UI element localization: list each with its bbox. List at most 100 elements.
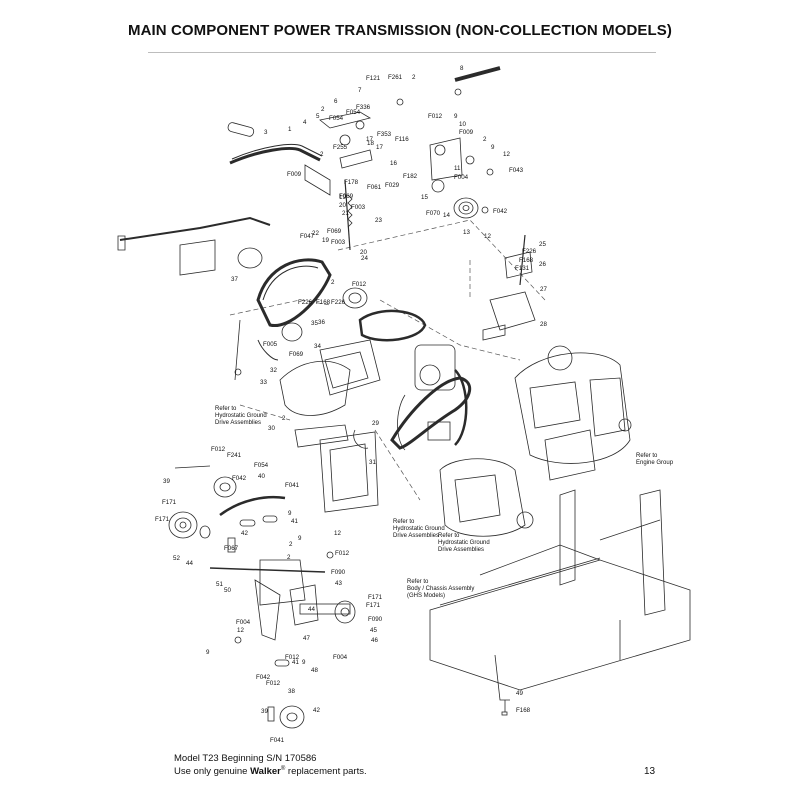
- part-label: F069: [327, 228, 342, 235]
- lower-pulley-assembly: [168, 465, 356, 729]
- part-label: 17: [366, 136, 373, 143]
- part-label: F047: [300, 233, 315, 240]
- part-label: F255: [333, 144, 348, 151]
- part-label: F012: [428, 113, 443, 120]
- part-label: F042: [232, 475, 247, 482]
- part-label: 29: [372, 420, 379, 427]
- part-label: 46: [371, 637, 378, 644]
- idler-and-belt-assembly: [117, 216, 427, 381]
- part-label: 12: [237, 627, 244, 634]
- part-label: F131: [515, 265, 530, 272]
- part-label: 45: [370, 627, 377, 634]
- part-label: 2: [282, 415, 286, 422]
- part-label: F005: [263, 341, 278, 348]
- part-label: 21: [342, 210, 349, 217]
- part-label: 2: [289, 541, 293, 548]
- part-label: F116: [395, 136, 409, 143]
- chassis-frame: [429, 489, 691, 716]
- dashed-group-lines: [229, 219, 546, 501]
- part-label: 2: [321, 106, 325, 113]
- part-label: 22: [312, 230, 319, 237]
- part-label: 2: [483, 136, 487, 143]
- part-label: 27: [540, 286, 547, 293]
- part-label: 41: [292, 659, 299, 666]
- part-label: 2: [412, 74, 416, 81]
- part-label: F029: [385, 182, 400, 189]
- genuine-suffix: replacement parts.: [285, 766, 367, 778]
- page-title: MAIN COMPONENT POWER TRANSMISSION (NON-C…: [127, 22, 672, 39]
- part-label: F067: [224, 545, 239, 552]
- part-label: 1: [288, 126, 292, 133]
- part-label: 44: [186, 560, 193, 567]
- part-label: F012: [335, 550, 350, 557]
- part-label: 2: [287, 554, 291, 561]
- part-label: F009: [287, 171, 302, 178]
- part-label: 44: [308, 606, 315, 613]
- part-label: F178: [344, 179, 359, 186]
- part-label: 32: [270, 367, 277, 374]
- part-label: F042: [256, 674, 271, 681]
- part-label: F336: [356, 104, 371, 111]
- part-label: F003: [331, 239, 346, 246]
- genuine-prefix: Use only genuine: [174, 766, 251, 778]
- part-label: F261: [388, 74, 403, 81]
- part-label: 19: [339, 194, 346, 201]
- registered-mark: ®: [280, 766, 286, 772]
- gearbox-assembly: [279, 234, 536, 451]
- part-label: 9: [206, 649, 210, 656]
- part-label: 20: [339, 202, 346, 209]
- part-label: 18: [367, 140, 374, 147]
- part-label: 2: [331, 279, 335, 286]
- part-label: 13: [463, 229, 470, 236]
- part-label: F043: [509, 167, 524, 174]
- part-label: 39: [261, 708, 268, 715]
- part-label: 36: [318, 319, 325, 326]
- part-label: F004: [454, 174, 469, 181]
- part-label: 34: [314, 343, 321, 350]
- part-label: F226: [522, 248, 537, 255]
- part-label: 9: [454, 113, 458, 120]
- part-label: 40: [258, 473, 265, 480]
- part-label: 23: [375, 217, 382, 224]
- part-label: 12: [503, 151, 510, 158]
- part-label: 7: [358, 87, 362, 94]
- part-label: 28: [540, 321, 547, 328]
- part-label: F070: [426, 210, 441, 217]
- part-label: F171: [368, 594, 383, 601]
- part-label: 33: [260, 379, 267, 386]
- part-label: 17: [376, 144, 383, 151]
- top-lever-assembly: [227, 66, 501, 251]
- part-label: 20: [360, 249, 367, 256]
- part-label: 48: [311, 667, 318, 674]
- part-label: F171: [155, 516, 170, 523]
- part-label: 11: [454, 165, 461, 172]
- part-label: 12: [334, 530, 341, 537]
- drive-belt: [390, 376, 471, 450]
- page-number: 13: [644, 766, 656, 777]
- part-label: 50: [224, 587, 231, 594]
- part-label: 19: [322, 237, 329, 244]
- part-label: 31: [369, 459, 376, 466]
- part-label: F069: [339, 193, 354, 200]
- part-label: 41: [291, 518, 298, 525]
- part-label: F090: [368, 616, 383, 623]
- part-label: F182: [403, 173, 418, 180]
- part-label: F004: [333, 654, 348, 661]
- part-label: F121: [366, 75, 381, 82]
- part-label: F226: [298, 299, 313, 306]
- part-label: F042: [493, 208, 508, 215]
- part-label: 35: [311, 320, 318, 327]
- genuine-parts-line: Use only genuine Walker® replacement par…: [174, 766, 367, 777]
- part-label: F012: [211, 446, 226, 453]
- part-label: F054: [346, 109, 361, 116]
- part-label: F241: [227, 452, 242, 459]
- part-label: 5: [316, 113, 320, 120]
- part-label: F061: [367, 184, 382, 191]
- part-label: F168: [316, 299, 331, 306]
